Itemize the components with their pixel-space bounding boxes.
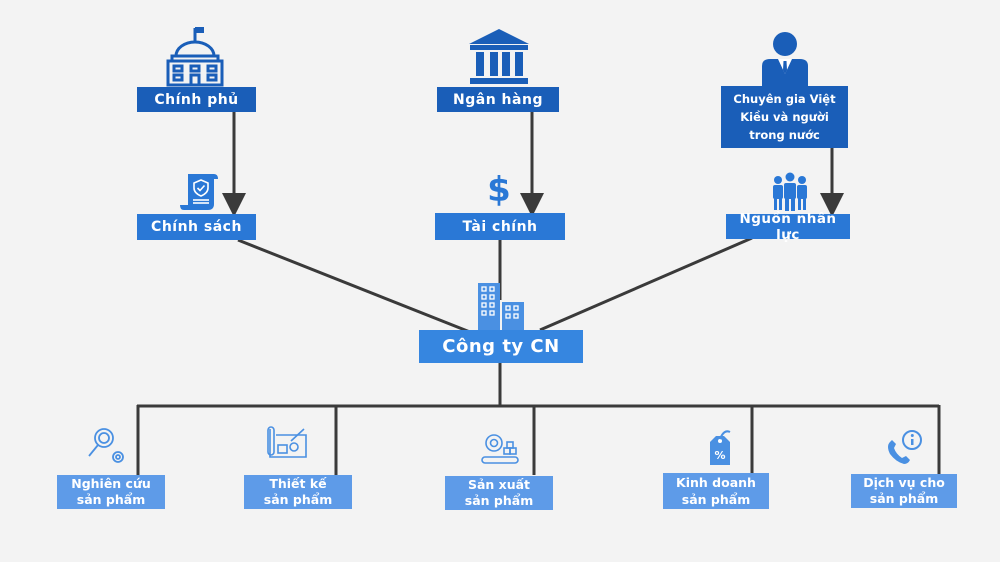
policy-document-icon: [180, 174, 218, 210]
dollar-icon: $: [487, 170, 511, 210]
bottom-box-label-line2: sản phẩm: [76, 492, 146, 507]
middle-box-label: Tài chính: [462, 218, 538, 235]
office-buildings-icon: [478, 283, 524, 331]
government-building-icon: [166, 27, 224, 87]
bottom-box-nghien-cuu: Nghiên cứu sản phẩm: [57, 475, 165, 509]
blueprint-design-icon: [267, 426, 307, 458]
svg-text:%: %: [714, 449, 725, 462]
top-box-chinh-phu: Chính phủ: [137, 87, 256, 112]
middle-box-label: Nguồn nhân lực: [739, 210, 837, 243]
price-tag-percent-icon: %: [710, 430, 731, 465]
center-box-label: Công ty CN: [442, 336, 560, 357]
bottom-box-thiet-ke: Thiết kế sản phẩm: [244, 475, 352, 509]
top-box-label: Ngân hàng: [453, 91, 543, 108]
line-chinh-sach-to-cong-ty: [237, 238, 471, 334]
bottom-box-label-line1: Dịch vụ cho: [863, 475, 945, 490]
middle-box-label: Chính sách: [151, 219, 242, 235]
top-box-ngan-hang: Ngân hàng: [437, 87, 559, 112]
top-box-chuyen-gia: Chuyên gia Việt Kiều và người trong nước: [721, 86, 848, 148]
businessman-icon: [762, 32, 808, 88]
bottom-box-san-xuat: Sản xuất sản phẩm: [445, 476, 553, 510]
people-group-icon: [773, 172, 807, 211]
top-box-label-line: Kiều và người: [740, 110, 829, 124]
phone-info-icon: [888, 430, 922, 464]
middle-box-chinh-sach: Chính sách: [137, 214, 256, 240]
bottom-box-label-line2: sản phẩm: [681, 492, 751, 507]
center-box-cong-ty: Công ty CN: [419, 330, 583, 363]
bottom-box-label-line2: sản phẩm: [869, 491, 939, 506]
top-box-label-line: Chuyên gia Việt: [733, 92, 836, 106]
bottom-box-label-line2: sản phẩm: [263, 492, 333, 507]
production-gear-conveyor-icon: [481, 434, 519, 464]
middle-box-nguon-nhan-luc: Nguồn nhân lực: [726, 211, 850, 243]
top-box-label: Chính phủ: [154, 91, 239, 108]
bottom-box-label-line2: sản phẩm: [464, 493, 534, 508]
bottom-box-label-line1: Nghiên cứu: [71, 476, 151, 491]
line-nhan-luc-to-cong-ty: [539, 236, 753, 332]
research-magnifier-gear-icon: [88, 428, 124, 463]
bank-icon: [469, 29, 529, 84]
bottom-box-label-line1: Kinh doanh: [676, 475, 756, 490]
top-box-label-line: trong nước: [749, 128, 820, 142]
bottom-box-dich-vu: Dịch vụ cho sản phẩm: [851, 474, 957, 508]
middle-box-tai-chinh: Tài chính: [435, 213, 565, 240]
bottom-box-label-line1: Sản xuất: [467, 477, 531, 492]
bottom-box-label-line1: Thiết kế: [269, 476, 327, 491]
bottom-box-kinh-doanh: Kinh doanh sản phẩm: [663, 473, 769, 509]
